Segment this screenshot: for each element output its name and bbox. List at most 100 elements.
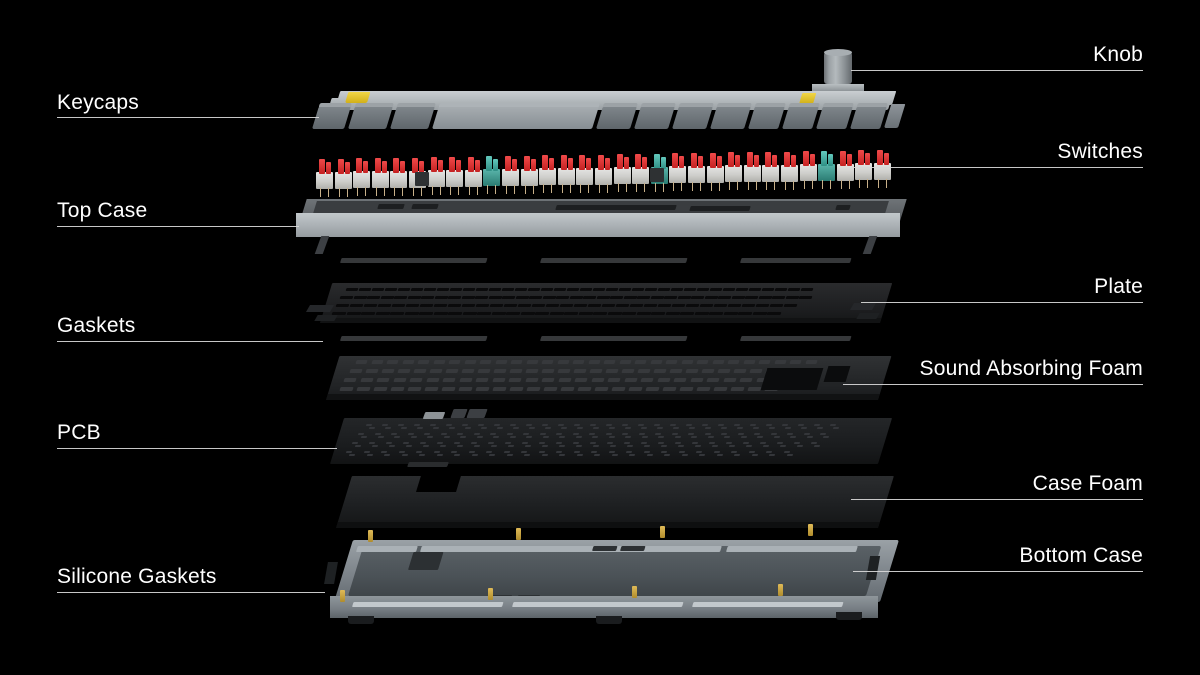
plate-key-cutout (380, 296, 394, 299)
pcb-switch-socket (621, 433, 629, 435)
switch-pin (551, 184, 553, 194)
foam-key-cutout (572, 360, 585, 364)
plate-key-cutout (358, 288, 372, 291)
plate-key-cutout (449, 288, 463, 291)
plate-key-cutout (433, 312, 448, 315)
pcb-switch-socket (429, 424, 437, 426)
pcb-switch-socket (671, 433, 678, 435)
switch-stem (858, 150, 865, 166)
pcb-switch-socket (506, 454, 513, 456)
top-case-leg-right (862, 236, 878, 254)
switch-pin (886, 179, 887, 188)
pcb-component (466, 409, 488, 418)
pcb-switch-socket (489, 433, 497, 435)
switch-stem (512, 159, 517, 171)
plate-key-cutout (774, 288, 788, 291)
plate-key-cutout (615, 304, 630, 307)
foam-key-cutout (701, 369, 715, 373)
switch-stem (691, 153, 697, 168)
plate-key-cutout (744, 296, 759, 299)
plate-key-cutout (475, 304, 490, 307)
bottom-case-ledge (420, 546, 722, 552)
pcb-switch-socket (723, 436, 731, 438)
plate-key-cutout (410, 288, 424, 291)
callout-label-silicone-gaskets: Silicone Gaskets (57, 565, 217, 588)
switch-stem (344, 161, 350, 174)
pcb-switch-socket (400, 427, 408, 429)
plate-key-cutout (605, 288, 619, 291)
switch-stem (598, 154, 604, 170)
foam-key-cutout (662, 387, 677, 391)
pcb-switch-socket (354, 445, 362, 447)
pcb-switch-socket (656, 427, 664, 429)
plate-key-cutout (699, 304, 714, 307)
plate-key-cutout (423, 288, 437, 291)
pcb-switch-socket (541, 424, 549, 426)
switch-pin (662, 182, 664, 192)
pcb-switch-socket (542, 436, 549, 438)
switch-pin (785, 180, 786, 190)
foam-key-cutout (349, 369, 363, 373)
pcb-switch-socket (401, 454, 408, 456)
callout-label-keycaps: Keycaps (57, 91, 139, 114)
plate-key-cutout (462, 312, 477, 315)
plate-key-cutout (769, 304, 784, 307)
foam-key-cutout (541, 369, 555, 373)
foam-key-cutout (607, 378, 621, 382)
pcb-switch-socket (776, 442, 784, 444)
switch-pin (328, 188, 329, 197)
foam-key-cutout (611, 387, 626, 391)
switch-pin (607, 183, 608, 193)
foam-key-cutout (477, 369, 491, 373)
pcb-switch-socket (480, 427, 488, 429)
pcb-switch-socket (560, 427, 568, 429)
pcb-switch-socket (385, 442, 393, 444)
pcb-switch-socket (509, 424, 517, 426)
pcb-switch-socket (694, 445, 702, 447)
switch-pin (654, 182, 656, 192)
pcb-switch-socket (786, 454, 793, 456)
plate-key-cutout (785, 296, 799, 299)
foam-key-cutout (392, 378, 407, 382)
plate-key-cutout (592, 312, 608, 315)
keycap-spacebar (432, 103, 600, 129)
foam-key-cutout (685, 369, 699, 373)
pcb-switch-socket (643, 445, 651, 447)
switch-housing (334, 171, 352, 189)
switch-pin (532, 184, 534, 194)
pcb-switch-socket (384, 427, 392, 429)
switch-stem (437, 160, 443, 173)
switch-housing (353, 171, 371, 189)
switch-pin (681, 182, 683, 192)
foam-key-cutout (673, 378, 687, 382)
switch-housing (688, 166, 705, 183)
plate-key-cutout (752, 312, 767, 315)
pcb-switch-socket (624, 436, 632, 438)
switch-housing (520, 168, 538, 186)
foam-key-cutout (510, 360, 523, 364)
pcb-switch-socket (708, 442, 716, 444)
pcb-switch-socket (707, 436, 714, 438)
plate-key-cutout (461, 296, 475, 299)
bottom-case-ledge (356, 546, 418, 552)
switch-pin (830, 179, 832, 189)
foam-key-cutout (475, 378, 489, 382)
plate-key-cutout (800, 288, 814, 291)
callout-label-pcb: PCB (57, 421, 101, 444)
plate-key-cutout (636, 312, 651, 315)
plate-key-cutout (418, 312, 434, 315)
switch-pin (617, 183, 619, 193)
plate-key-cutout (540, 288, 554, 291)
plate-key-cutout (694, 312, 709, 315)
plate-key-cutout (578, 312, 593, 315)
plate-key-cutout (491, 312, 506, 315)
pcb-switch-socket (640, 427, 648, 429)
plate-key-cutout (488, 288, 502, 291)
screw-post (516, 528, 521, 540)
pcb-switch-socket (606, 442, 614, 444)
leader-line-silicone-gaskets (57, 592, 325, 593)
plate-key-cutout (696, 288, 710, 291)
switch-stem (772, 154, 778, 167)
switch-housing (483, 169, 501, 187)
pcb-switch-socket (470, 442, 478, 444)
